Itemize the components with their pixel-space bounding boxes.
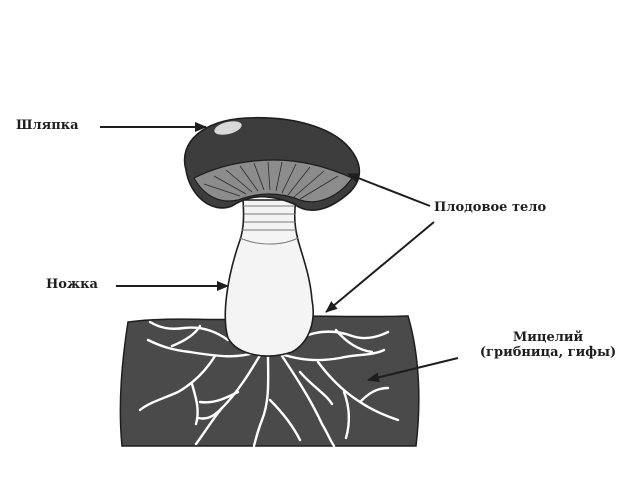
label-mycelium-title: Мицелий xyxy=(512,330,584,345)
mycelium-hyphae xyxy=(138,320,400,448)
stem xyxy=(224,199,314,357)
arrow-mycelium xyxy=(367,357,459,383)
gill-lines xyxy=(203,161,339,200)
label-mycelium: Мицелий (грибница, гифы) xyxy=(458,330,638,360)
label-cap: Шляпка xyxy=(16,118,79,133)
cap-highlight xyxy=(214,121,242,135)
label-mycelium-subtitle: (грибница, гифы) xyxy=(479,345,617,360)
arrow-fruiting-body-stem xyxy=(325,221,435,313)
label-stem: Ножка xyxy=(46,277,98,292)
label-fruiting-body: Плодовое тело xyxy=(434,200,547,215)
stem-ring xyxy=(239,205,299,245)
arrow-fruiting-body-cap xyxy=(347,173,431,207)
